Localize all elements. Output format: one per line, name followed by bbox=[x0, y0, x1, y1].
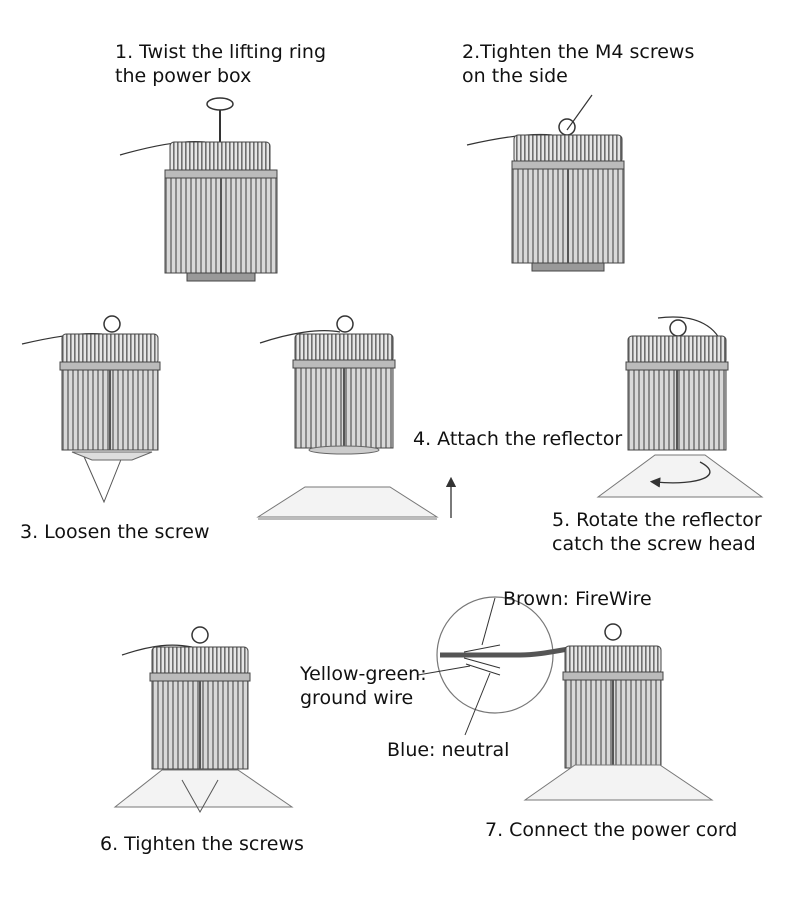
lamp-step-3 bbox=[21, 315, 161, 504]
wire-yellow-green-label: Yellow-green: ground wire bbox=[300, 662, 427, 710]
lamp-step-7 bbox=[562, 623, 664, 769]
step-3-line-1: 3. Loosen the screw bbox=[20, 521, 210, 543]
lamp-step-2 bbox=[466, 94, 625, 272]
step-2-line-2: on the side bbox=[462, 65, 568, 87]
wire-blue-label: Blue: neutral bbox=[387, 739, 510, 761]
wire-brown-label: Brown: FireWire bbox=[503, 588, 652, 610]
lamp-step-5 bbox=[625, 316, 729, 451]
step-7-caption: 7. Connect the power cord bbox=[485, 818, 737, 842]
reflector-step-5 bbox=[596, 454, 764, 498]
wire-yellow-green-line-2: ground wire bbox=[300, 687, 414, 709]
step-2-line-1: 2.Tighten the M4 screws bbox=[462, 41, 695, 63]
reflector-step-7 bbox=[523, 764, 714, 801]
wire-detail-circle bbox=[417, 596, 576, 736]
step-1-line-1: 1. Twist the lifting ring bbox=[115, 41, 327, 63]
lamp-step-6 bbox=[121, 626, 251, 770]
step-4-caption: 4. Attach the reflector bbox=[413, 427, 622, 451]
step-4-line-1: 4. Attach the reflector bbox=[413, 428, 623, 450]
wire-yellow-green-line-1: Yellow-green: bbox=[300, 663, 427, 685]
step-5-line-2: catch the screw head bbox=[552, 533, 756, 555]
lamp-step-1 bbox=[119, 97, 278, 282]
step-1-caption: 1. Twist the lifting ring the power box bbox=[115, 40, 326, 88]
reflector-step-6 bbox=[113, 769, 294, 814]
step-1-line-2: the power box bbox=[115, 65, 252, 87]
lamp-step-4 bbox=[259, 315, 396, 455]
step-6-line-1: 6. Tighten the screws bbox=[100, 833, 304, 855]
step-5-line-1: 5. Rotate the reflector bbox=[552, 509, 762, 531]
step-3-caption: 3. Loosen the screw bbox=[20, 520, 210, 544]
reflector-step-4 bbox=[256, 486, 439, 520]
step-6-caption: 6. Tighten the screws bbox=[100, 832, 304, 856]
step-2-caption: 2.Tighten the M4 screws on the side bbox=[462, 40, 694, 88]
step-5-caption: 5. Rotate the reflector catch the screw … bbox=[552, 508, 762, 556]
step-7-line-1: 7. Connect the power cord bbox=[485, 819, 738, 841]
